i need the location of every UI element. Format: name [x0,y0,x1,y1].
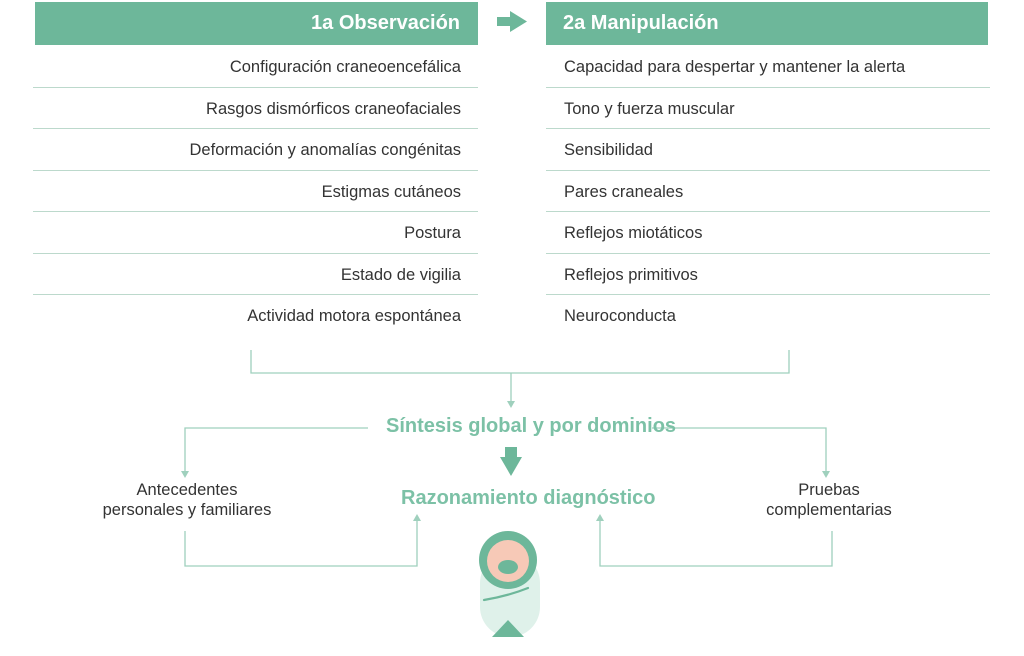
list-item: Actividad motora espontánea [247,307,461,325]
list-item: Configuración craneoencefálica [33,46,478,88]
arrow-head [822,471,830,478]
list-item: Capacidad para despertar y mantener la a… [546,46,990,88]
list-item: Deformación y anomalías congénitas [33,129,478,171]
right-arrow-icon [497,11,527,32]
list-item: Rasgos dismórficos craneofaciales [33,88,478,129]
list-item: Tono y fuerza muscular [546,88,990,129]
tests-line-2: complementarias [766,501,892,519]
arrow-head [507,401,515,408]
list-item: Estigmas cutáneos [33,171,478,212]
tests-text: Pruebas complementarias [734,480,924,520]
list-item: Postura [33,212,478,254]
reasoning-label: Razonamiento diagnóstico [401,487,656,509]
list-item: Sensibilidad [546,129,990,171]
swaddled-baby-icon [479,531,540,637]
feedback-lines [184,521,833,567]
list-item: Pares craneales [546,171,990,212]
observation-title: 1a Observación [311,12,460,34]
manipulation-header: 2a Manipulación [546,2,988,45]
list-item: Reflejos miotáticos [546,212,990,254]
synthesis-branches [184,427,827,471]
down-arrow-icon [500,447,522,476]
manipulation-title: 2a Manipulación [563,12,719,34]
merge-bracket [250,350,790,401]
list-item: Neuroconducta [564,307,676,325]
arrow-head [413,514,421,521]
arrow-head [596,514,604,521]
observation-list: Configuración craneoencefálica Rasgos di… [33,46,478,337]
tests-line-1: Pruebas [798,481,860,499]
history-line-2: personales y familiares [102,501,272,519]
synthesis-label: Síntesis global y por dominios [386,415,677,437]
manipulation-list: Capacidad para despertar y mantener la a… [546,46,990,337]
history-text: Antecedentes personales y familiares [82,480,292,520]
observation-header: 1a Observación [35,2,478,45]
arrow-head [181,471,189,478]
list-item: Estado de vigilia [33,254,478,295]
history-line-1: Antecedentes [136,481,238,499]
list-item: Reflejos primitivos [546,254,990,295]
